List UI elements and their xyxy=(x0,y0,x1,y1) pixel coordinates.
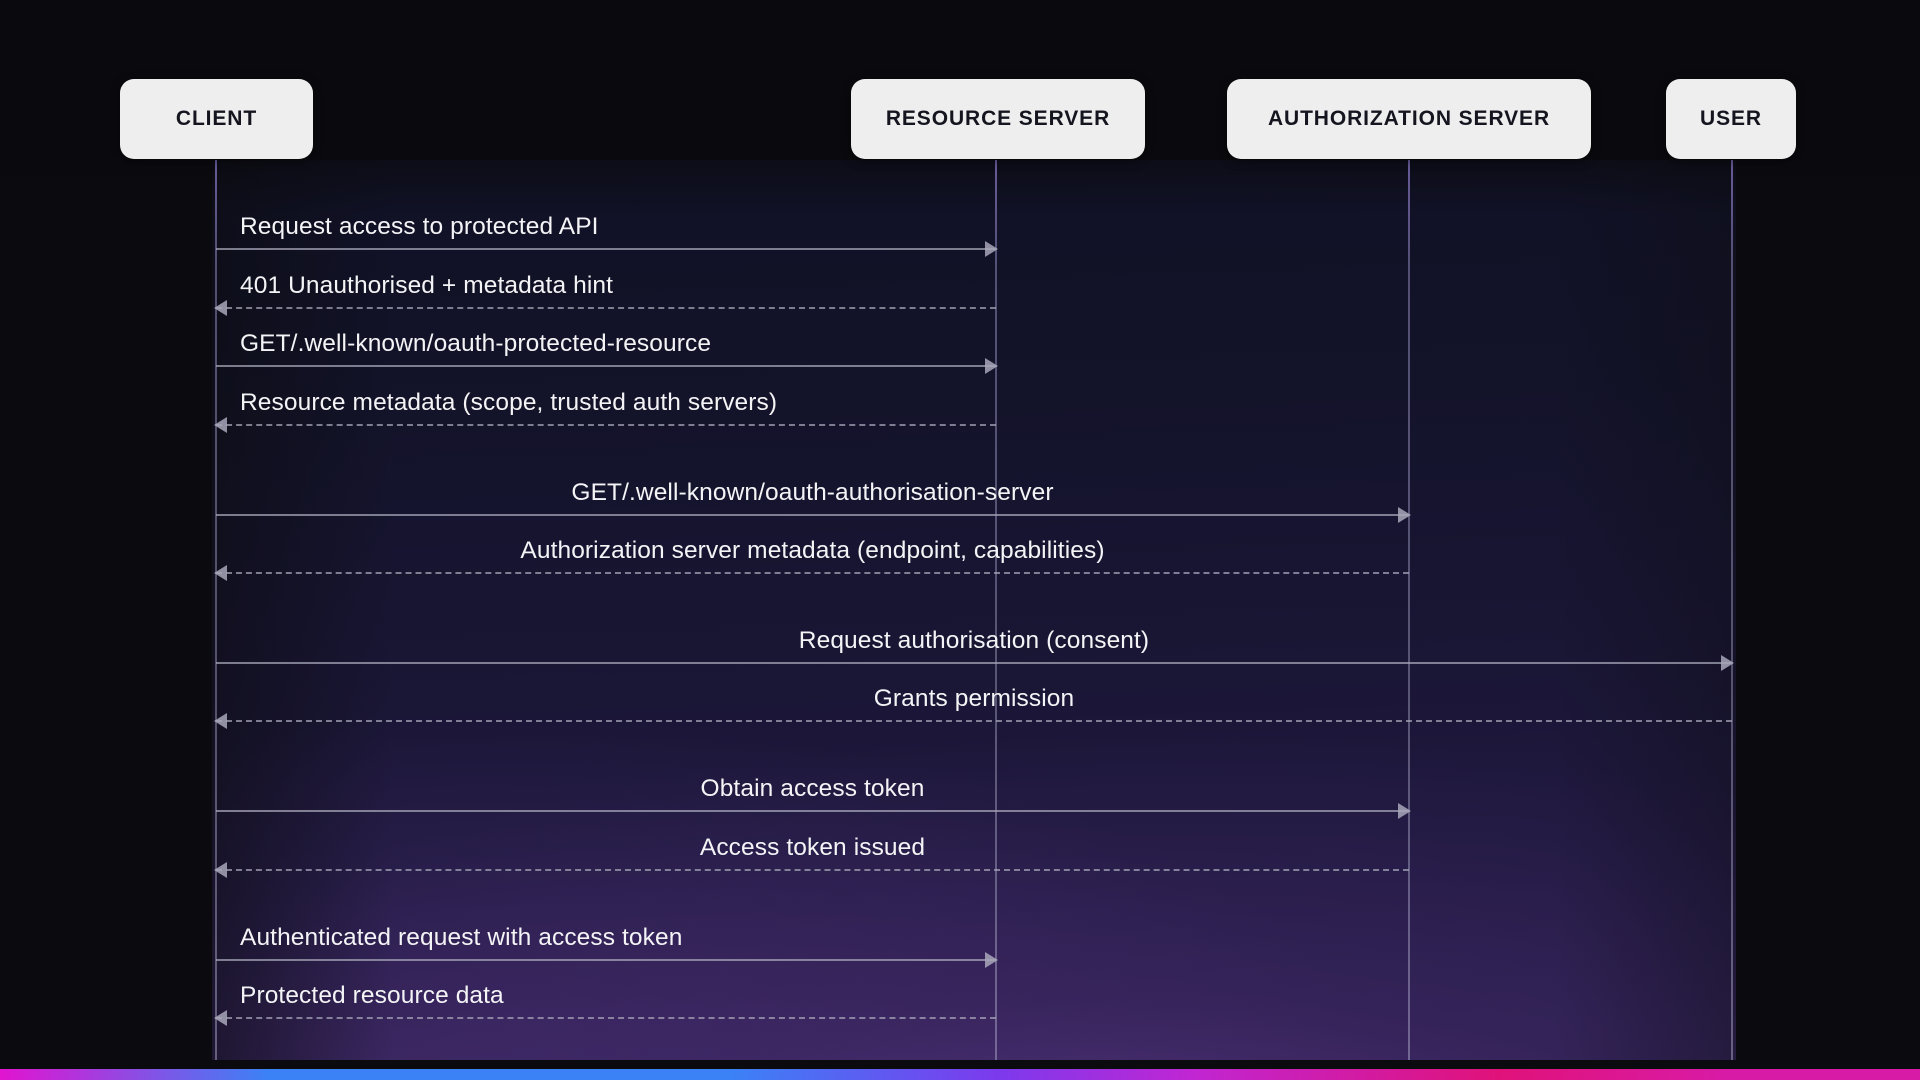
message-line-solid xyxy=(216,248,996,250)
message-label: Access token issued xyxy=(699,834,926,861)
message-line-dashed xyxy=(216,1017,996,1019)
message-line-dashed xyxy=(216,424,996,426)
message-row: Request authorisation (consent) xyxy=(216,620,1734,671)
arrowhead-left-icon xyxy=(214,565,227,581)
message-label: Grants permission xyxy=(873,685,1075,712)
message-label: Obtain access token xyxy=(700,775,925,802)
message-label: Request access to protected API xyxy=(240,213,599,240)
message-line-solid xyxy=(216,514,1409,516)
message-row: Authorization server metadata (endpoint,… xyxy=(214,530,1409,581)
message-row: Authenticated request with access token xyxy=(216,917,998,968)
participant-authz[interactable]: AUTHORIZATION SERVER xyxy=(1227,79,1591,159)
arrowhead-left-icon xyxy=(214,862,227,878)
message-label: GET/.well-known/oauth-authorisation-serv… xyxy=(571,479,1054,506)
message-line-solid xyxy=(216,365,996,367)
participant-client[interactable]: CLIENT xyxy=(120,79,313,159)
message-row: Obtain access token xyxy=(216,768,1411,819)
message-label: Authorization server metadata (endpoint,… xyxy=(520,537,1105,564)
arrowhead-left-icon xyxy=(214,300,227,316)
participant-label: CLIENT xyxy=(175,107,258,130)
participant-user[interactable]: USER xyxy=(1666,79,1796,159)
lifeline-user xyxy=(1731,160,1733,1060)
message-label: GET/.well-known/oauth-protected-resource xyxy=(240,330,712,357)
message-label: Protected resource data xyxy=(240,982,504,1009)
arrowhead-right-icon xyxy=(985,241,998,257)
message-row: GET/.well-known/oauth-protected-resource xyxy=(216,323,998,374)
bottom-accent-bar xyxy=(0,1069,1920,1080)
participant-resource[interactable]: RESOURCE SERVER xyxy=(851,79,1145,159)
message-row: Resource metadata (scope, trusted auth s… xyxy=(214,382,996,433)
message-row: Request access to protected API xyxy=(216,206,998,257)
arrowhead-right-icon xyxy=(985,358,998,374)
message-row: Protected resource data xyxy=(214,975,996,1026)
message-line-dashed xyxy=(216,869,1409,871)
participant-label: AUTHORIZATION SERVER xyxy=(1267,107,1551,130)
arrowhead-right-icon xyxy=(985,952,998,968)
arrowhead-right-icon xyxy=(1398,507,1411,523)
message-label: Resource metadata (scope, trusted auth s… xyxy=(240,389,778,416)
arrowhead-left-icon xyxy=(214,1010,227,1026)
arrowhead-left-icon xyxy=(214,713,227,729)
arrowhead-right-icon xyxy=(1398,803,1411,819)
message-line-solid xyxy=(216,662,1732,664)
message-label: Request authorisation (consent) xyxy=(798,627,1150,654)
message-line-solid xyxy=(216,810,1409,812)
message-line-solid xyxy=(216,959,996,961)
arrowhead-left-icon xyxy=(214,417,227,433)
message-line-dashed xyxy=(216,572,1409,574)
message-line-dashed xyxy=(216,307,996,309)
lifeline-authz xyxy=(1408,160,1410,1060)
message-row: GET/.well-known/oauth-authorisation-serv… xyxy=(216,472,1411,523)
message-row: Access token issued xyxy=(214,827,1409,878)
participant-label: RESOURCE SERVER xyxy=(885,107,1111,130)
message-line-dashed xyxy=(216,720,1732,722)
participant-label: USER xyxy=(1700,107,1762,130)
arrowhead-right-icon xyxy=(1721,655,1734,671)
message-row: 401 Unauthorised + metadata hint xyxy=(214,265,996,316)
message-row: Grants permission xyxy=(214,678,1732,729)
message-label: Authenticated request with access token xyxy=(240,924,683,951)
message-label: 401 Unauthorised + metadata hint xyxy=(240,272,613,299)
